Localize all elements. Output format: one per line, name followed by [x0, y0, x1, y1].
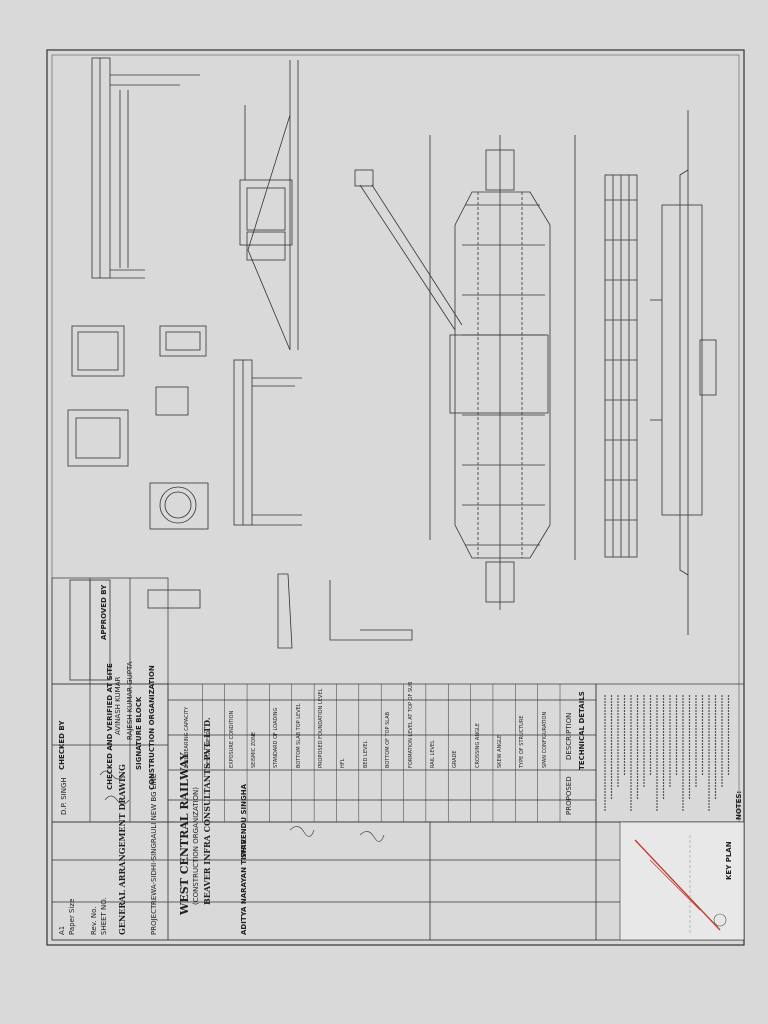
- construction-org: CONSTRUCTION ORGANIZATION: [148, 665, 156, 790]
- technical-row-label: BOTTOM OF TOP SLAB: [385, 711, 392, 768]
- technical-row-label: PROPOSED FOUNDATION LEVEL: [318, 688, 325, 768]
- key-plan-title: KEY PLAN: [725, 841, 733, 880]
- proposed-header: PROPOSED: [565, 776, 573, 815]
- main-plan-view: [354, 135, 576, 610]
- description-header: DESCRIPTION: [565, 712, 573, 760]
- name-shivendu: SHIVENDU SINGHA: [240, 783, 248, 858]
- name-dp-singh: D.P. SINGH: [60, 777, 68, 815]
- signatures: [99, 770, 385, 842]
- paper-size-label: Paper Size: [68, 898, 76, 935]
- client-name: WEST CENTRAL RAILWAY: [178, 752, 191, 915]
- signature-block-title: SIGNATURE BLOCK: [135, 696, 143, 770]
- checked-verified: CHECKED AND VERIFIED AT SITE: [106, 663, 114, 790]
- notes-heading: NOTES:: [735, 790, 743, 820]
- abutment-elevation: [91, 57, 200, 279]
- technical-row-label: EXPOSURE CONDITION: [228, 710, 235, 768]
- technical-row-label: SOIL BEARING CAPACITY: [184, 706, 190, 768]
- technical-columns: [202, 684, 561, 822]
- paper-size-value: A1: [58, 925, 66, 935]
- technical-row-label: GRADE: [452, 750, 459, 768]
- technical-row-label: HFL: [340, 758, 347, 768]
- sheet-number-label: SHEET NO.: [100, 897, 108, 935]
- client-subtitle: (CONSTRUCTION ORGANIZATION): [192, 786, 200, 905]
- sheet-border: [46, 49, 745, 946]
- approved-by-label: APPROVED BY: [100, 584, 108, 640]
- note-lines: [604, 695, 730, 812]
- technical-row-label: BED LEVEL: [362, 740, 369, 768]
- project-label: PROJECT:: [150, 903, 158, 935]
- technical-row-label: BOTTOM SLAB TOP LEVEL: [295, 703, 302, 768]
- technical-row-label: DESIGN SPEED: [206, 730, 213, 768]
- technical-row-label: RAIL LEVEL: [429, 740, 436, 768]
- technical-details-title: TECHNICAL DETAILS: [578, 691, 586, 770]
- longitudinal-section: [604, 110, 717, 635]
- pier-elevation: [233, 359, 302, 526]
- technical-row-label: CROSSING ANGLE: [474, 723, 481, 768]
- rev-label: Rev. No.: [90, 906, 98, 935]
- name-avinash: AVINASH KUMAR: [114, 676, 122, 735]
- technical-row-label: STANDARD OF LOADING: [273, 707, 280, 768]
- project-name: REWA-SIDHI-SINGRAULI NEW BG LINE: [150, 773, 158, 905]
- small-details-left: [67, 325, 209, 530]
- technical-row-label: SEISMIC ZONE: [251, 731, 258, 768]
- bottom-details: [69, 573, 413, 681]
- drawing-title: GENERAL ARRANGEMENT DRAWING: [117, 764, 127, 935]
- key-plan-map: [619, 821, 745, 941]
- checked-by-label: CHECKED BY: [58, 720, 66, 770]
- name-rajesh: RAJESH KUMAR GUPTA: [126, 661, 134, 740]
- technical-row-label: SKEW ANGLE: [496, 734, 503, 768]
- box-cross-section: [239, 60, 299, 351]
- technical-row-label: TYPE OF STRUCTURE: [519, 715, 526, 768]
- technical-row-label: FORMATION LEVEL AT TOP OF SUB: [407, 681, 414, 768]
- technical-row-label: SPAN CONFIGURATION: [541, 711, 548, 768]
